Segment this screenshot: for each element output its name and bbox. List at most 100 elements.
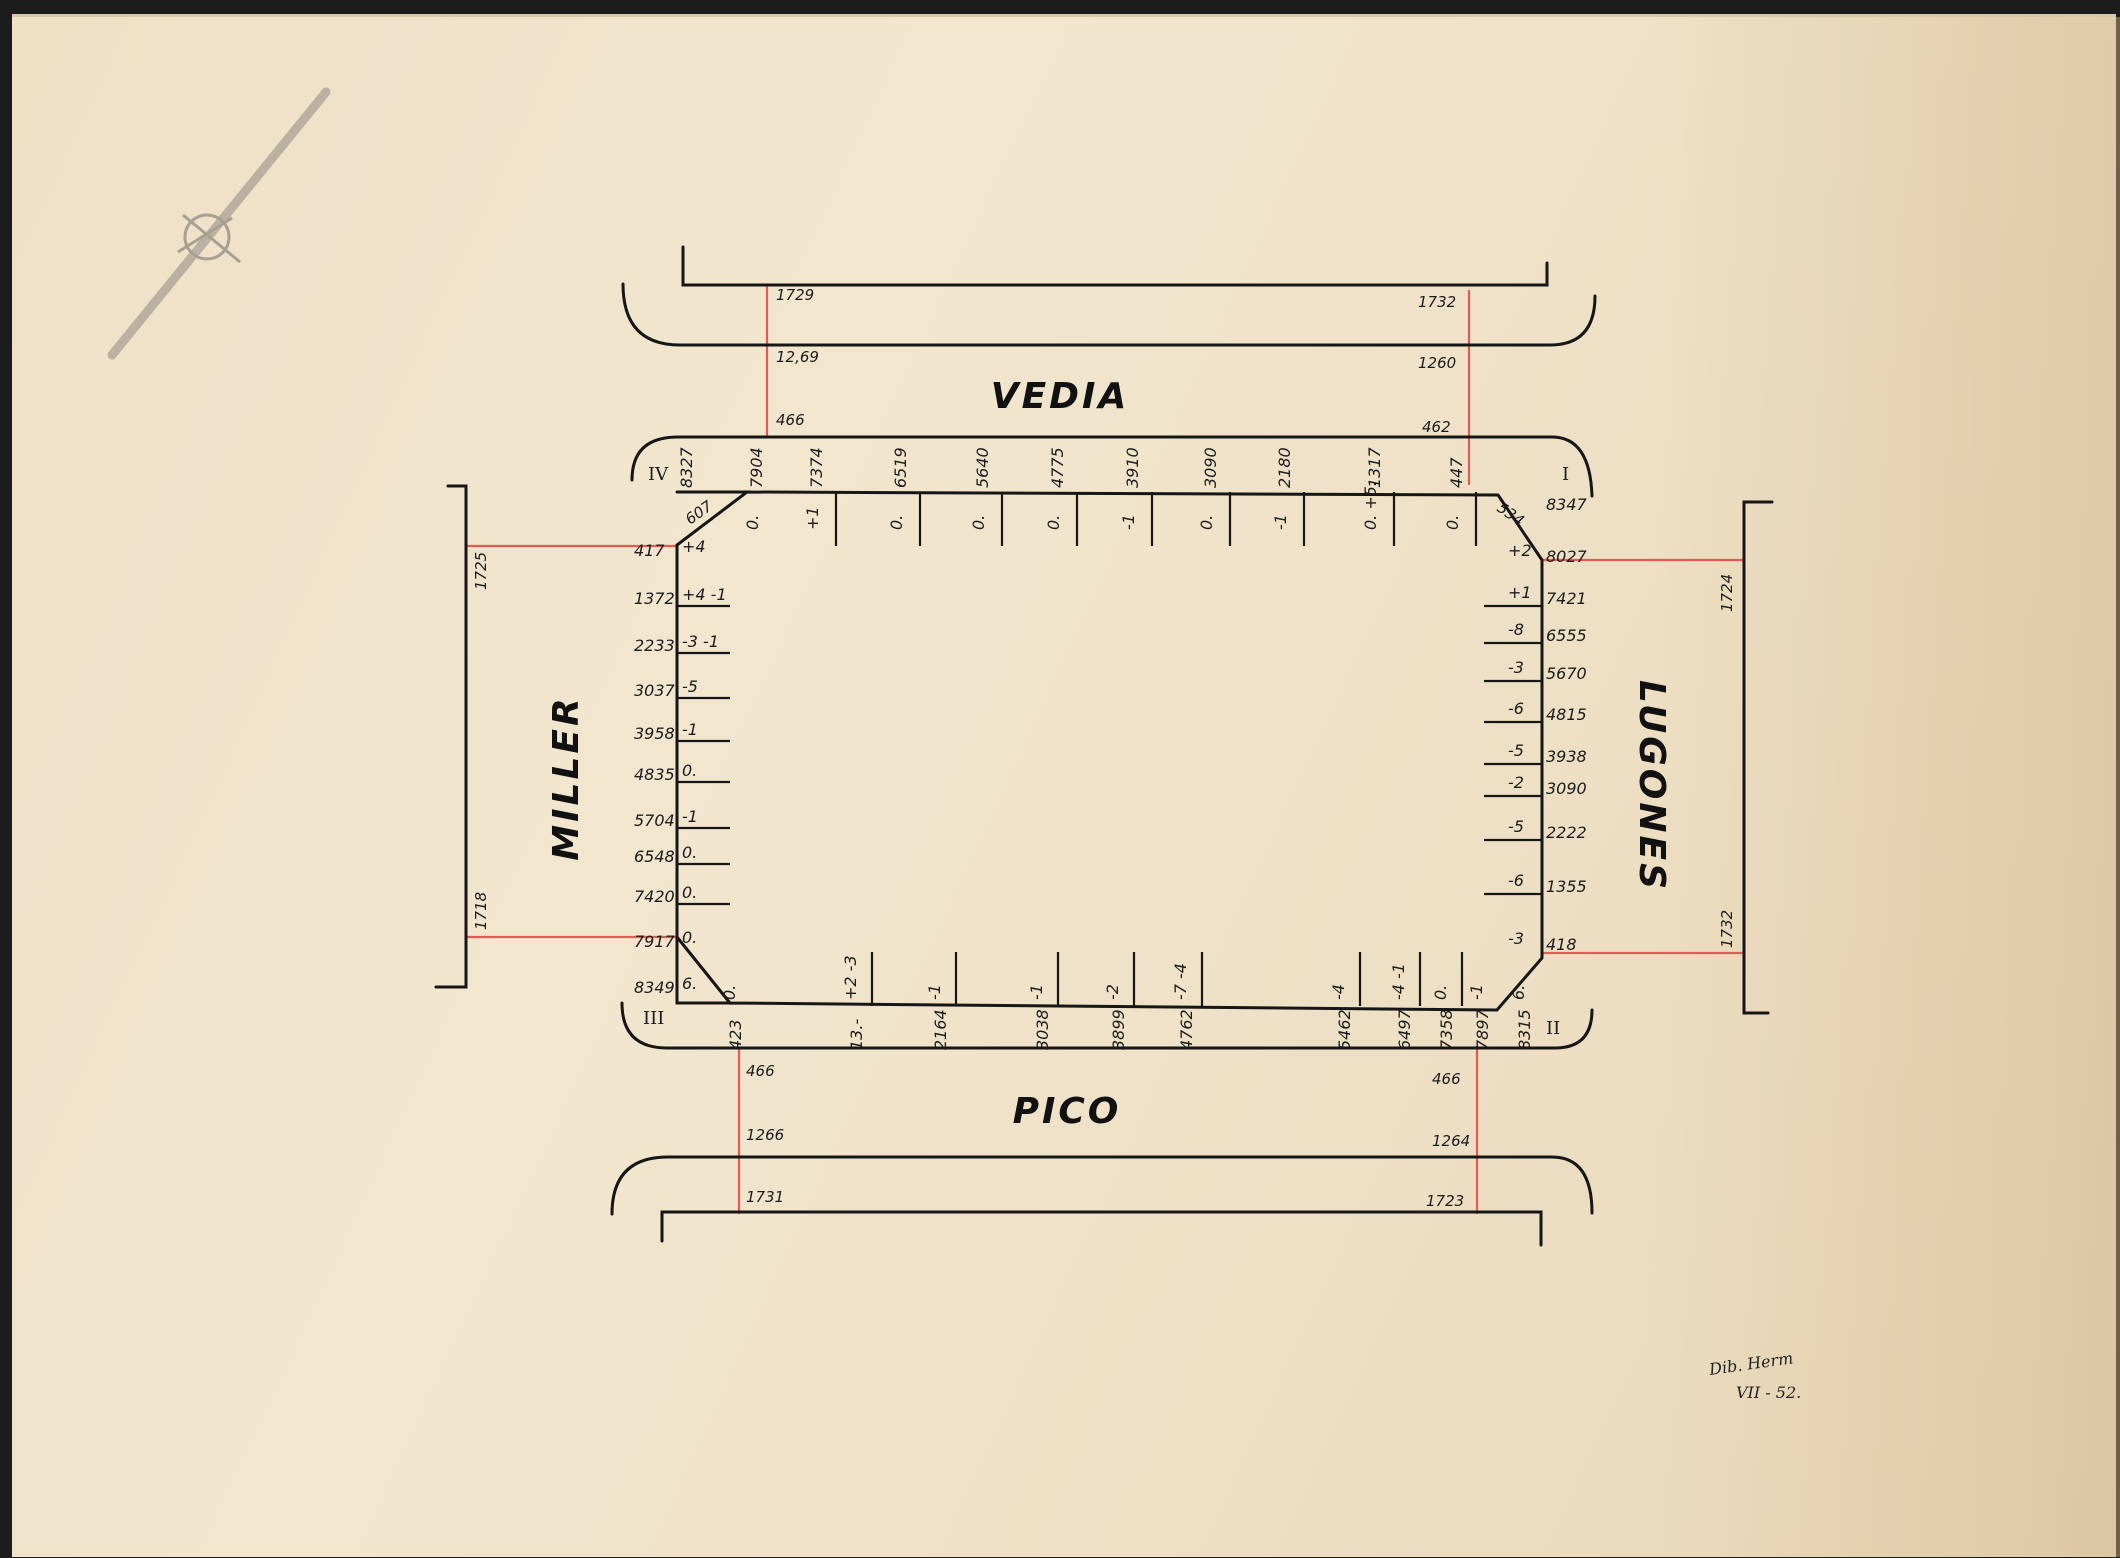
north-station-value: 0. +5. bbox=[1361, 481, 1380, 530]
east-station-label: 8027 bbox=[1546, 547, 1588, 566]
south-station-label: 5462 bbox=[1335, 1009, 1354, 1050]
corner-iv: IV bbox=[648, 464, 669, 485]
west-station-value: -1 bbox=[682, 807, 698, 826]
south-station-label: 6497 bbox=[1395, 1008, 1414, 1050]
corner-ii: II bbox=[1546, 1018, 1560, 1039]
east-station-value: +2 bbox=[1508, 541, 1532, 560]
west-station-value: 0. bbox=[682, 843, 697, 862]
north-station-label: 8327 bbox=[677, 446, 696, 488]
north-station-value: 0. bbox=[1044, 515, 1063, 530]
west-station-label: 5704 bbox=[634, 811, 675, 830]
north-station-value: 0. bbox=[1197, 515, 1216, 530]
north-station-label: 7904 bbox=[747, 447, 766, 488]
north-station-label: 2180 bbox=[1275, 447, 1294, 488]
west-station-value: 0. bbox=[682, 883, 697, 902]
west-station-value: -1 bbox=[682, 720, 698, 739]
east-station-label: 5670 bbox=[1546, 664, 1587, 683]
north-station-label: 447 bbox=[1447, 457, 1466, 488]
offset-n-left-1: 12,69 bbox=[776, 348, 819, 366]
south-station-value: -2 bbox=[1103, 984, 1122, 1000]
chamfer-ne: 534 bbox=[1494, 499, 1528, 530]
east-station-value: -8 bbox=[1508, 620, 1524, 639]
south-station-label: 7897 bbox=[1473, 1008, 1492, 1050]
south-station-value: 6. bbox=[1509, 985, 1528, 1000]
east-station-label: 2222 bbox=[1546, 823, 1587, 842]
south-station-label: 4762 bbox=[1177, 1009, 1196, 1050]
south-station-value: 0. bbox=[1431, 985, 1450, 1000]
south-station-label: 2164 bbox=[931, 1009, 950, 1050]
street-north: VEDIA bbox=[991, 376, 1130, 417]
south-station-value: -1 bbox=[1467, 984, 1486, 1000]
north-station-value: -1 bbox=[1119, 514, 1138, 530]
offset-e-0: 1724 bbox=[1718, 574, 1736, 612]
offset-n-right-0: 1732 bbox=[1418, 293, 1456, 311]
north-station-value: 0. bbox=[887, 515, 906, 530]
north-station-label: 6519 bbox=[891, 447, 910, 488]
corner-i: I bbox=[1562, 464, 1569, 485]
street-curbs bbox=[434, 245, 1774, 1247]
north-station-label: 1317 bbox=[1365, 446, 1384, 488]
south-station-label: 13.- bbox=[847, 1019, 866, 1050]
west-station-value: -5 bbox=[682, 677, 698, 696]
east-station-value: -3 bbox=[1508, 929, 1524, 948]
street-east: LUGONES bbox=[1631, 680, 1672, 892]
north-station-label: 3090 bbox=[1201, 447, 1220, 488]
west-station-value: 0. bbox=[682, 928, 697, 947]
north-station-label: 4775 bbox=[1048, 447, 1067, 488]
offset-s-right-2: 1723 bbox=[1426, 1192, 1464, 1210]
west-station-value: -3 -1 bbox=[682, 632, 719, 651]
offset-s-left-1: 1266 bbox=[746, 1126, 784, 1144]
south-station-value: -1 bbox=[925, 984, 944, 1000]
east-station-label: 4815 bbox=[1546, 705, 1587, 724]
east-station-value: -2 bbox=[1508, 773, 1524, 792]
west-station-value: 6. bbox=[682, 974, 697, 993]
east-station-value: -3 bbox=[1508, 658, 1524, 677]
offset-s-left-2: 1731 bbox=[746, 1188, 784, 1206]
north-station-value: 0. bbox=[969, 515, 988, 530]
east-station-label: 8347 bbox=[1546, 495, 1588, 514]
compass-mark bbox=[107, 87, 331, 360]
west-station-label: 8349 bbox=[634, 978, 675, 997]
south-station-label: 7358 bbox=[1437, 1009, 1456, 1050]
south-station-label: 3038 bbox=[1033, 1009, 1052, 1050]
north-station-label: 7374 bbox=[807, 447, 826, 488]
offset-s-right-0: 466 bbox=[1432, 1070, 1461, 1088]
west-station-label: 7917 bbox=[634, 932, 676, 951]
offset-n-left-0: 1729 bbox=[776, 286, 814, 304]
east-station-value: -5 bbox=[1508, 817, 1524, 836]
west-station-label: 2233 bbox=[634, 636, 675, 655]
offset-s-right-1: 1264 bbox=[1432, 1132, 1470, 1150]
east-station-value: -6 bbox=[1508, 699, 1524, 718]
west-station-label: 417 bbox=[634, 541, 665, 560]
south-station-value: -7 -4 bbox=[1171, 963, 1190, 1000]
offset-w-0: 1725 bbox=[472, 552, 490, 590]
west-station-label: 6548 bbox=[634, 847, 675, 866]
east-station-label: 3938 bbox=[1546, 747, 1587, 766]
offset-n-right-2: 462 bbox=[1422, 418, 1451, 436]
north-station-value: -1 bbox=[1271, 514, 1290, 530]
west-station-label: 1372 bbox=[634, 589, 675, 608]
west-station-value: +4 -1 bbox=[682, 585, 727, 604]
south-station-value: 0. bbox=[720, 985, 739, 1000]
north-station-label: 5640 bbox=[973, 447, 992, 488]
street-west: MILLER bbox=[546, 695, 587, 860]
west-station-label: 7420 bbox=[634, 887, 675, 906]
north-station-label: 3910 bbox=[1123, 447, 1142, 488]
offset-n-left-2: 466 bbox=[776, 411, 805, 429]
east-station-label: 3090 bbox=[1546, 779, 1587, 798]
north-station-value: +1 bbox=[803, 506, 822, 530]
south-station-label: 8315 bbox=[1515, 1009, 1534, 1050]
west-station-value: 0. bbox=[682, 761, 697, 780]
west-station-value: +4 bbox=[682, 537, 706, 556]
south-station-label: 423 bbox=[726, 1019, 745, 1050]
south-station-value: -4 bbox=[1329, 984, 1348, 1000]
north-station-value: 0. bbox=[1443, 515, 1462, 530]
chamfer-nw: 607 bbox=[682, 497, 716, 528]
west-station-label: 3037 bbox=[634, 681, 676, 700]
west-station-label: 3958 bbox=[634, 724, 675, 743]
paper-sheet bbox=[12, 14, 2120, 1557]
east-station-label: 418 bbox=[1546, 935, 1577, 954]
south-station-value: -4 -1 bbox=[1389, 963, 1408, 1000]
street-south: PICO bbox=[1013, 1091, 1122, 1132]
east-station-value: +1 bbox=[1508, 583, 1532, 602]
